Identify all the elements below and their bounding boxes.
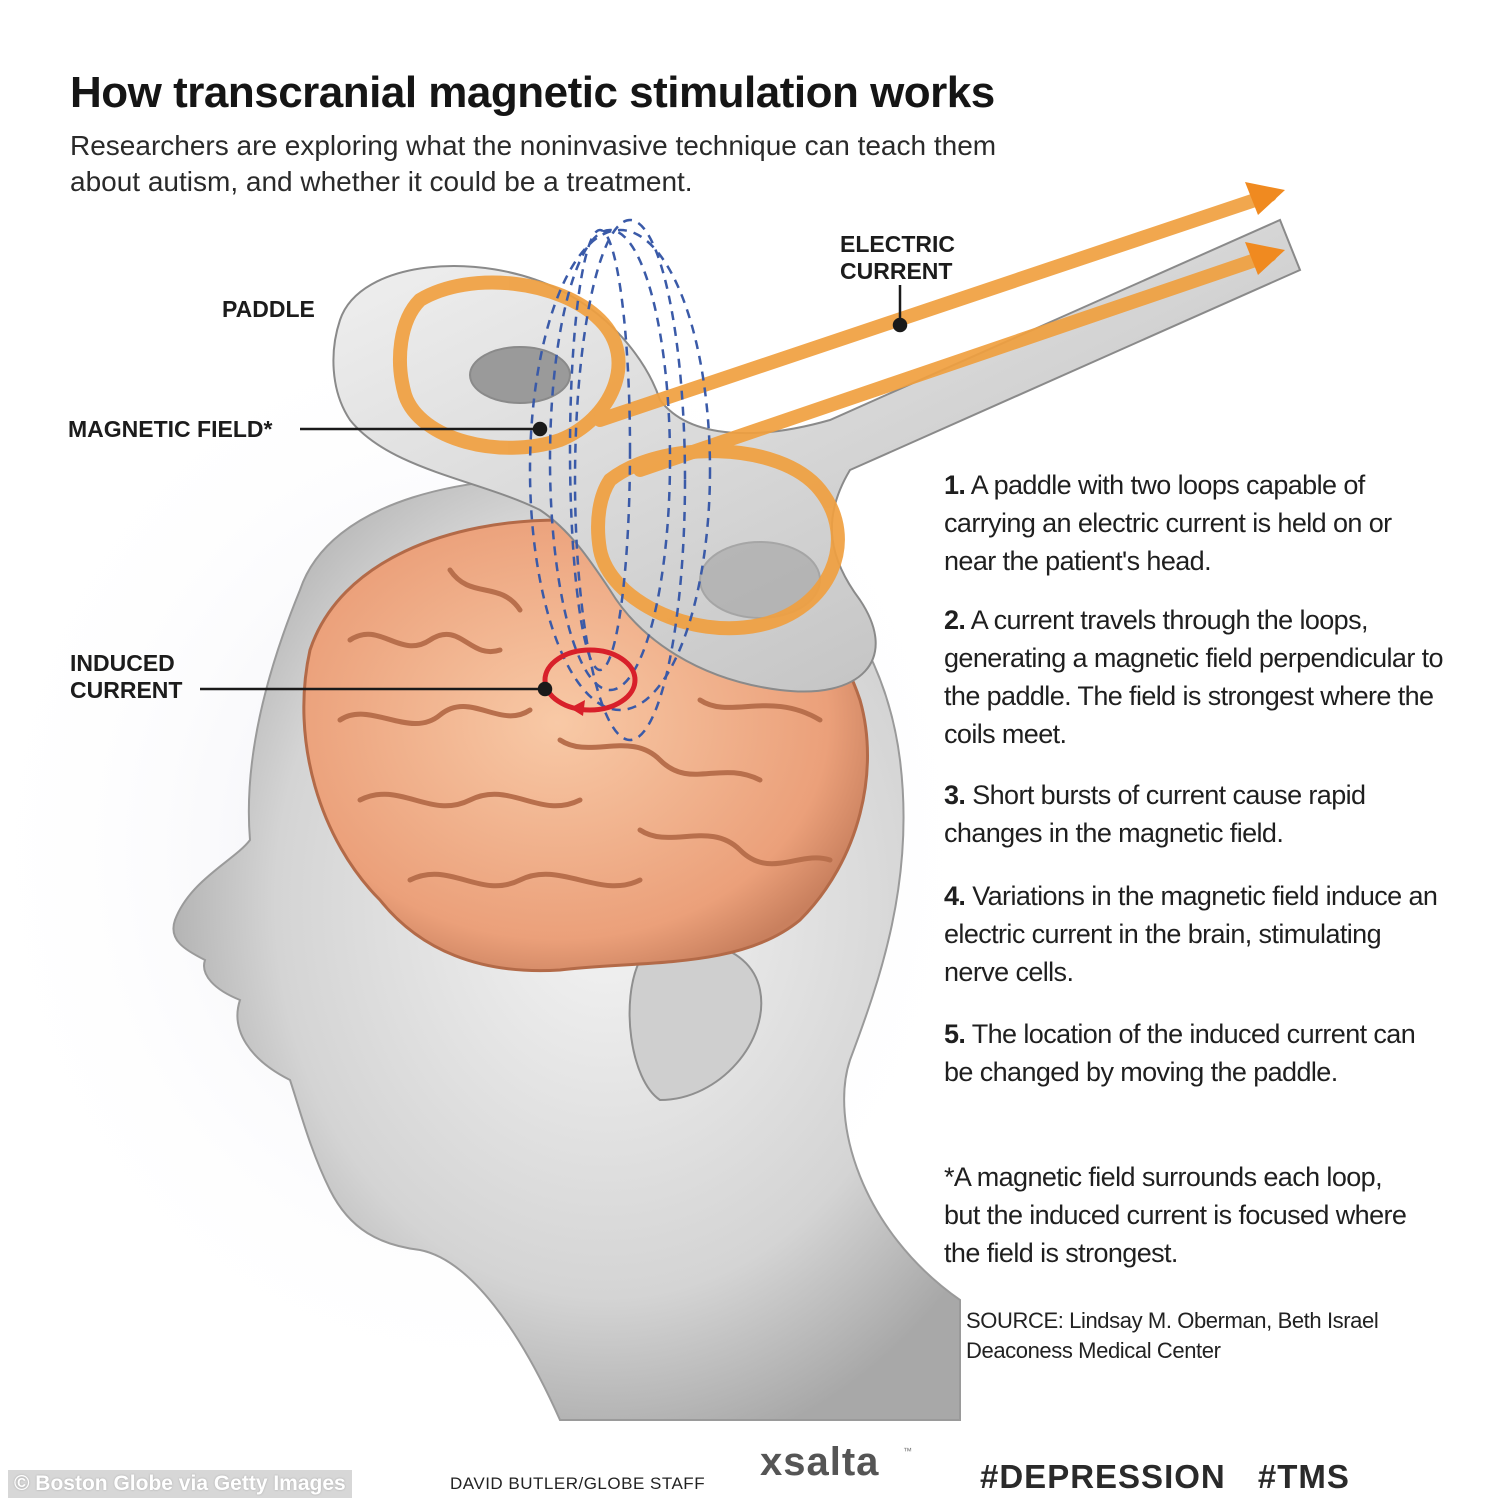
step-number: 5. bbox=[944, 1019, 966, 1049]
step-text: A paddle with two loops capable of carry… bbox=[944, 470, 1392, 576]
paddle-hole-1 bbox=[469, 346, 571, 404]
magnetic-field-lines bbox=[528, 218, 712, 742]
step-5: 5. The location of the induced current c… bbox=[944, 1015, 1444, 1091]
step-2: 2. A current travels through the loops, … bbox=[944, 601, 1444, 753]
electric-current-label: ELECTRIC CURRENT bbox=[840, 231, 955, 284]
leader-lines bbox=[200, 285, 908, 697]
paddle-label: PADDLE bbox=[222, 296, 315, 322]
step-number: 4. bbox=[944, 881, 966, 911]
trademark-mark: ™ bbox=[903, 1446, 912, 1456]
step-4: 4. Variations in the magnetic field indu… bbox=[944, 877, 1444, 991]
step-text: The location of the induced current can … bbox=[944, 1019, 1416, 1087]
step-text: A current travels through the loops, gen… bbox=[944, 605, 1444, 749]
induced-current-label: INDUCED CURRENT bbox=[70, 650, 183, 703]
footnote: *A magnetic field surrounds each loop, b… bbox=[944, 1162, 1407, 1268]
step-number: 3. bbox=[944, 780, 966, 810]
step-text: Short bursts of current cause rapid chan… bbox=[944, 780, 1366, 848]
current-arrow-heads bbox=[1245, 182, 1285, 275]
source-credit: SOURCE: Lindsay M. Oberman, Beth Israel … bbox=[966, 1308, 1379, 1363]
hashtags: #DEPRESSION #TMS bbox=[980, 1458, 1350, 1495]
step-number: 2. bbox=[944, 605, 966, 635]
page-title: How transcranial magnetic stimulation wo… bbox=[70, 68, 995, 117]
step-number: 1. bbox=[944, 470, 966, 500]
magnetic-field-label: MAGNETIC FIELD* bbox=[68, 416, 273, 442]
xsalta-logo: xsalta bbox=[760, 1440, 880, 1484]
page-subtitle: Researchers are exploring what the nonin… bbox=[70, 130, 997, 197]
copyright-watermark: © Boston Globe via Getty Images bbox=[8, 1470, 352, 1498]
step-1: 1. A paddle with two loops capable of ca… bbox=[944, 466, 1444, 580]
induced-current-arrow bbox=[570, 700, 585, 716]
step-3: 3. Short bursts of current cause rapid c… bbox=[944, 776, 1444, 852]
induced-current-ring bbox=[542, 647, 638, 713]
artist-credit: DAVID BUTLER/GLOBE STAFF bbox=[450, 1474, 706, 1493]
step-text: Variations in the magnetic field induce … bbox=[944, 881, 1438, 987]
